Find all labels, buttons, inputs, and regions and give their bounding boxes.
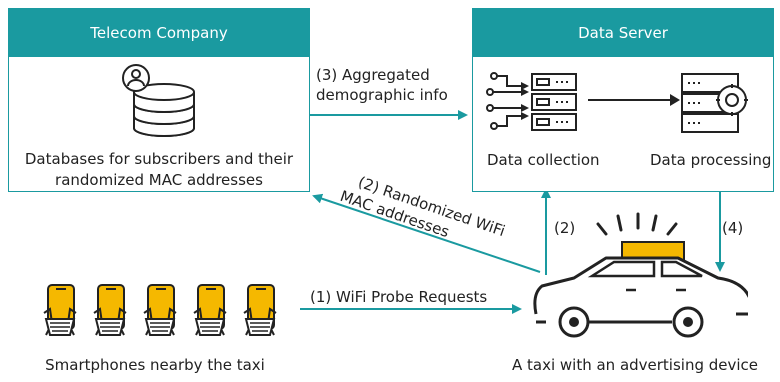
aggregated-label-line1: (3) Aggregated <box>316 66 430 84</box>
taxi-label: A taxi with an advertising device <box>511 356 759 374</box>
smartphone-hand-icon <box>143 284 177 336</box>
collection-to-processing-arrow <box>588 94 680 106</box>
db-label-line1: Databases for subscribers and their <box>24 150 294 168</box>
smartphone-hand-icon <box>43 284 77 336</box>
data-collection-servers-icon <box>486 72 577 131</box>
randomized-mac-arrow <box>312 193 541 273</box>
data-processing-label: Data processing <box>650 151 772 169</box>
taxi-icon <box>533 212 748 338</box>
data-collection-label: Data collection <box>487 151 600 169</box>
aggregated-label-line2: demographic info <box>316 86 448 104</box>
smartphones-label: Smartphones nearby the taxi <box>45 356 265 374</box>
smartphones-group <box>40 283 280 339</box>
data-processing-server-icon <box>681 73 748 133</box>
probe-label: (1) WiFi Probe Requests <box>310 288 488 306</box>
db-label-line2: randomized MAC addresses <box>55 171 263 189</box>
smartphone-hand-icon <box>193 284 227 336</box>
step2-label: (2) <box>554 219 576 237</box>
server-title: Data Server <box>473 9 773 57</box>
database-user-icon <box>122 64 195 137</box>
smartphone-hand-icon <box>93 284 127 336</box>
step4-label: (4) <box>722 219 744 237</box>
smartphone-hand-icon <box>243 284 277 336</box>
telecom-title: Telecom Company <box>9 9 309 57</box>
